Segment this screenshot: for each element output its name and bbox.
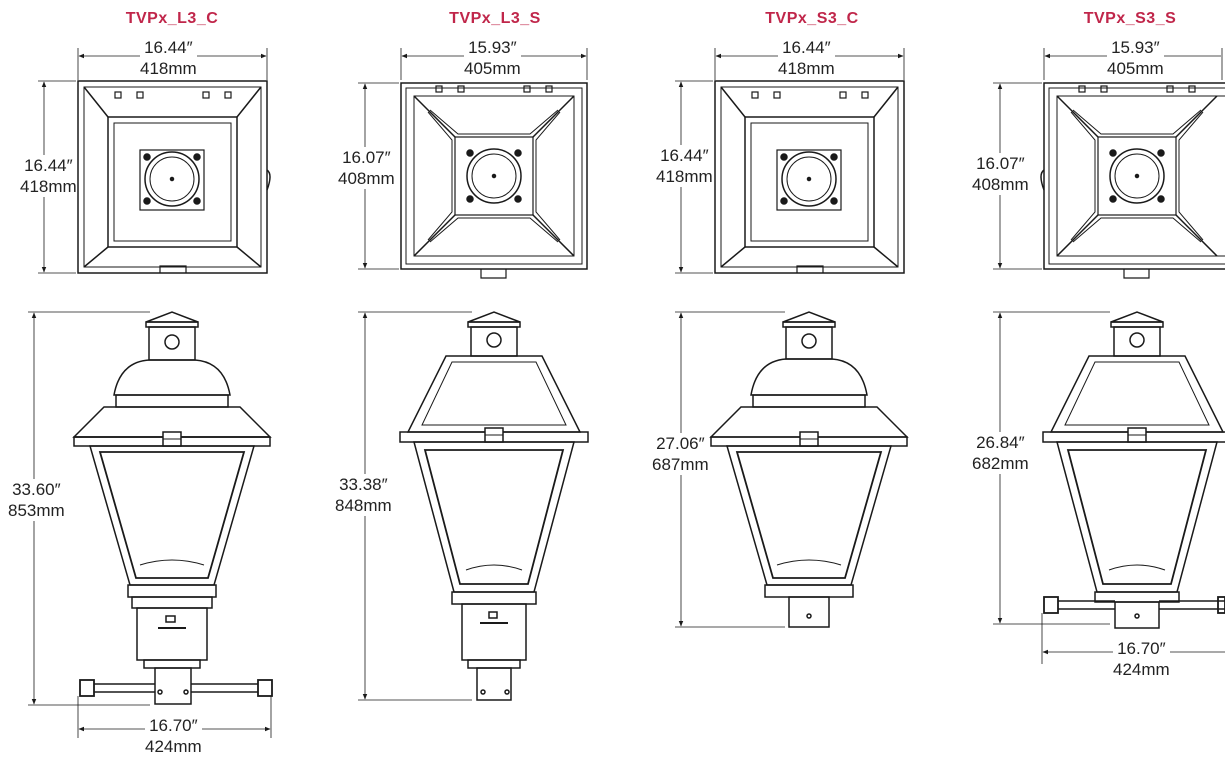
top-view-3: [675, 48, 905, 274]
top-width-label-4: 15.93″405mm: [1107, 37, 1164, 79]
height-label-1: 33.60″853mm: [8, 479, 65, 521]
product-title-1: TVPx_L3_C: [125, 10, 219, 27]
side-view-1: [28, 311, 273, 738]
product-title-4: TVPx_S3_S: [1083, 10, 1177, 27]
side-view-4: [993, 311, 1225, 664]
base-width-label-4: 16.70″424mm: [1113, 638, 1170, 680]
base-width-label-1: 16.70″424mm: [145, 715, 202, 757]
top-depth-label-2: 16.07″408mm: [338, 147, 395, 189]
side-view-2: [358, 311, 589, 701]
height-label-2: 33.38″848mm: [335, 474, 392, 516]
top-depth-label-1: 16.44″418mm: [20, 155, 77, 197]
top-width-label-3: 16.44″418mm: [778, 37, 835, 79]
top-depth-label-4: 16.07″408mm: [972, 153, 1029, 195]
top-width-label-2: 15.93″405mm: [464, 37, 521, 79]
height-label-3: 27.06″687mm: [652, 433, 709, 475]
top-depth-label-3: 16.44″418mm: [656, 145, 713, 187]
side-view-3: [675, 311, 909, 628]
top-view-1: [38, 48, 271, 274]
product-title-2: TVPx_L3_S: [449, 10, 541, 27]
top-view-4: [993, 48, 1225, 279]
top-width-label-1: 16.44″418mm: [140, 37, 197, 79]
product-title-3: TVPx_S3_C: [765, 10, 859, 27]
top-view-2: [358, 48, 588, 279]
height-label-4: 26.84″682mm: [972, 432, 1029, 474]
